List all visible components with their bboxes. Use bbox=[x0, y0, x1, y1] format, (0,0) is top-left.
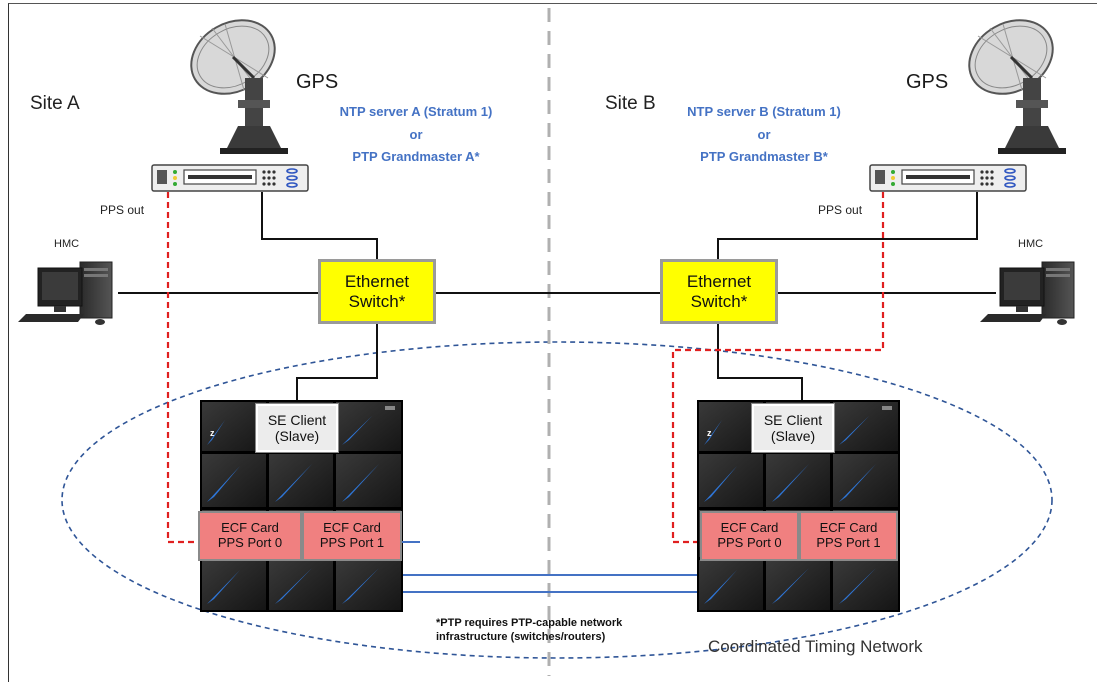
ethernet-switch-a: Ethernet Switch* bbox=[318, 259, 436, 324]
ptp-footnote: *PTP requires PTP-capable network infras… bbox=[436, 617, 623, 644]
switch-b-line2: Switch* bbox=[690, 291, 748, 311]
hmc-computer-icon-b bbox=[980, 261, 1075, 325]
se-client-b-line2: (Slave) bbox=[770, 428, 816, 444]
se-client-b: SE Client (Slave) bbox=[752, 404, 834, 452]
pps-out-label-a: PPS out bbox=[100, 203, 145, 217]
ptp-grandmaster-b-label: PTP Grandmaster B* bbox=[700, 149, 828, 164]
ctn-links bbox=[402, 541, 697, 593]
se-client-a: SE Client (Slave) bbox=[256, 404, 338, 452]
server-a-or-label: or bbox=[409, 127, 423, 142]
switch-b-line1: Ethernet bbox=[686, 271, 752, 291]
svg-text:z: z bbox=[707, 428, 712, 438]
ctn-ellipse bbox=[61, 341, 1053, 659]
ecf-b1-line1: ECF Card bbox=[819, 520, 878, 536]
svg-text:z: z bbox=[210, 428, 215, 438]
ecf-a0-line2: PPS Port 0 bbox=[217, 535, 283, 550]
ecf-card-a-port0: ECF Card PPS Port 0 bbox=[198, 511, 302, 561]
ecf-a1-line1: ECF Card bbox=[323, 520, 381, 536]
gps-dish-icon-b bbox=[968, 19, 1066, 154]
ntp-server-b-label: NTP server B (Stratum 1) bbox=[687, 104, 841, 119]
ecf-a0-line1: ECF Card bbox=[221, 520, 279, 536]
gps-label-a: GPS bbox=[296, 71, 339, 93]
se-client-a-line2: (Slave) bbox=[274, 428, 320, 444]
ecf-card-b-port1: ECF Card PPS Port 1 bbox=[799, 511, 898, 561]
ecf-b0-line2: PPS Port 0 bbox=[717, 535, 782, 550]
time-server-icon-b bbox=[869, 164, 1027, 192]
network-links bbox=[118, 192, 996, 404]
ntp-server-a-label: NTP server A (Stratum 1) bbox=[339, 104, 493, 119]
site-b-label: Site B bbox=[605, 93, 656, 114]
switch-a-line1: Ethernet bbox=[344, 271, 410, 291]
ecf-a1-line2: PPS Port 1 bbox=[319, 535, 385, 550]
se-client-b-line1: SE Client bbox=[763, 411, 823, 428]
pps-out-label-b: PPS out bbox=[818, 203, 863, 217]
figure-frame bbox=[8, 3, 1097, 682]
server-b-or-label: or bbox=[757, 127, 771, 142]
pps-links bbox=[166, 192, 885, 544]
hmc-label-b: HMC bbox=[1018, 238, 1044, 250]
ecf-b0-line1: ECF Card bbox=[720, 520, 779, 536]
time-server-icon-a bbox=[151, 164, 309, 192]
hmc-label-a: HMC bbox=[54, 238, 80, 250]
mainframe-icon-a: z bbox=[200, 400, 403, 612]
ethernet-switch-b: Ethernet Switch* bbox=[660, 259, 778, 324]
site-a-label: Site A bbox=[30, 93, 80, 114]
ecf-card-b-port0: ECF Card PPS Port 0 bbox=[700, 511, 799, 561]
hmc-computer-icon-a bbox=[18, 261, 113, 325]
gps-dish-icon-a bbox=[190, 19, 288, 154]
gps-label-b: GPS bbox=[906, 71, 949, 93]
ptp-grandmaster-a-label: PTP Grandmaster A* bbox=[352, 149, 480, 164]
switch-a-line2: Switch* bbox=[348, 291, 406, 311]
se-client-a-line1: SE Client bbox=[267, 411, 327, 428]
ecf-card-a-port1: ECF Card PPS Port 1 bbox=[302, 511, 402, 561]
ctn-label: Coordinated Timing Network bbox=[708, 637, 923, 656]
ecf-b1-line2: PPS Port 1 bbox=[816, 535, 881, 550]
